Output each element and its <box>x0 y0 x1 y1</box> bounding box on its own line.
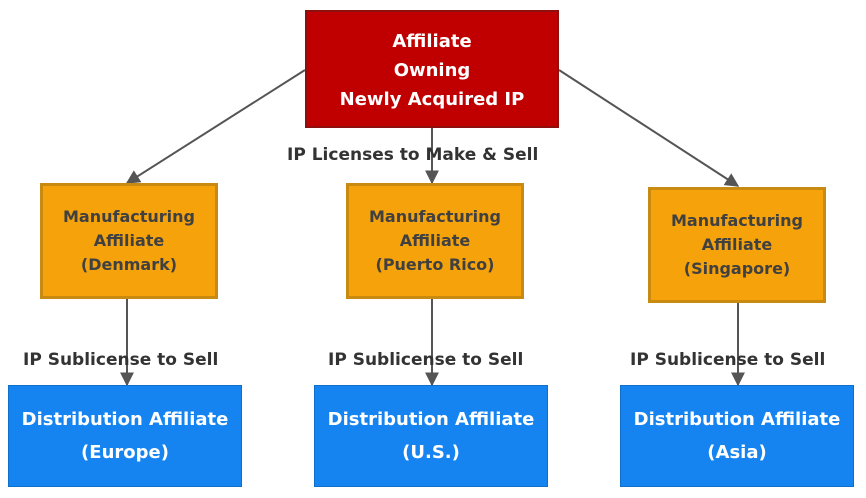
distribution-affiliate-europe: Distribution Affiliate (Europe) <box>8 385 242 487</box>
sublicense-label-asia: IP Sublicense to Sell <box>630 350 826 370</box>
manufacturing-affiliate-denmark: Manufacturing Affiliate (Denmark) <box>40 183 218 299</box>
sublicense-label-europe: IP Sublicense to Sell <box>23 350 219 370</box>
license-label: IP Licenses to Make & Sell <box>287 145 539 165</box>
dist-us-line-1: Distribution Affiliate <box>327 409 535 430</box>
dist-us-line-2: (U.S.) <box>402 442 460 463</box>
distribution-affiliate-asia: Distribution Affiliate (Asia) <box>620 385 854 487</box>
mfg-denmark-line-2: Affiliate <box>93 231 165 250</box>
sublicense-label-us: IP Sublicense to Sell <box>328 350 524 370</box>
mfg-denmark-line-1: Manufacturing <box>63 207 195 226</box>
distribution-affiliate-us: Distribution Affiliate (U.S.) <box>314 385 548 487</box>
arrow-parent-to-singapore <box>558 69 740 187</box>
mfg-singapore-line-2: Affiliate <box>701 235 773 254</box>
manufacturing-affiliate-puerto-rico: Manufacturing Affiliate (Puerto Rico) <box>346 183 524 299</box>
parent-line-3: Newly Acquired IP <box>339 88 525 110</box>
mfg-denmark-line-3: (Denmark) <box>80 255 178 274</box>
parent-line-2: Owning <box>393 59 471 81</box>
dist-europe-line-2: (Europe) <box>81 442 169 463</box>
dist-asia-line-1: Distribution Affiliate <box>633 409 841 430</box>
mfg-singapore-line-3: (Singapore) <box>683 259 791 278</box>
arrow-parent-to-denmark <box>125 69 306 184</box>
parent-affiliate-box: Affiliate Owning Newly Acquired IP <box>305 10 559 128</box>
mfg-singapore-line-1: Manufacturing <box>671 211 803 230</box>
dist-asia-line-2: (Asia) <box>707 442 767 463</box>
mfg-puerto-rico-line-2: Affiliate <box>399 231 471 250</box>
manufacturing-affiliate-singapore: Manufacturing Affiliate (Singapore) <box>648 187 826 303</box>
dist-europe-line-1: Distribution Affiliate <box>21 409 229 430</box>
mfg-puerto-rico-line-3: (Puerto Rico) <box>375 255 495 274</box>
mfg-puerto-rico-line-1: Manufacturing <box>369 207 501 226</box>
parent-line-1: Affiliate <box>392 30 472 52</box>
